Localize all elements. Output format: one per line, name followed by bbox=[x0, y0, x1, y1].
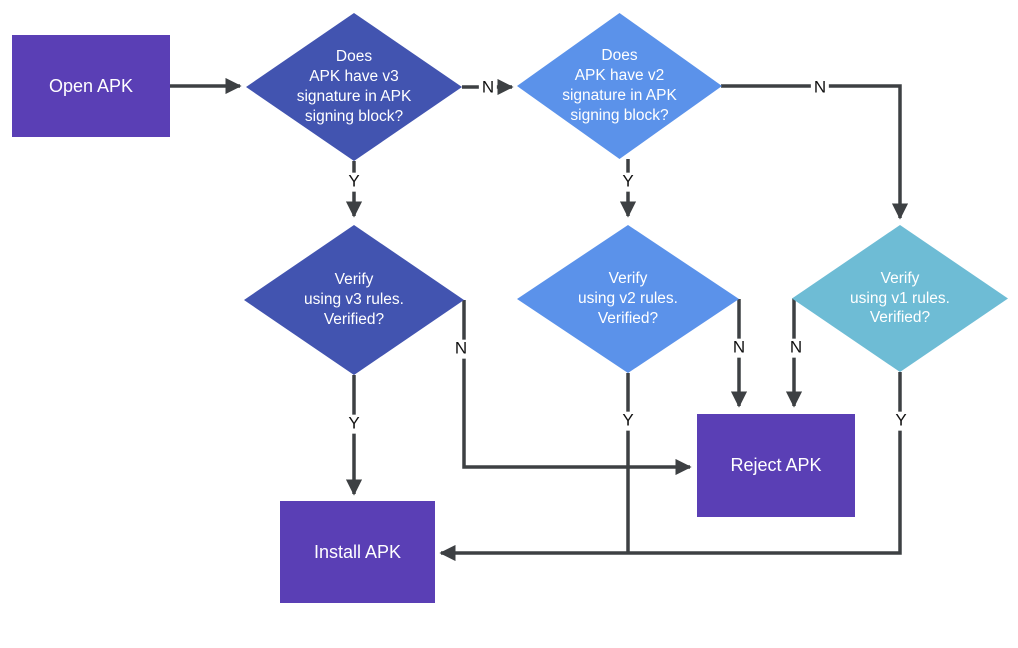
edge-label-verifyv1-no: N bbox=[786, 338, 806, 358]
edge-label-verifyv1-yes: Y bbox=[892, 411, 910, 431]
edge-label-verifyv2-no: N bbox=[729, 338, 749, 358]
node-reject-apk: Reject APK bbox=[697, 414, 855, 517]
edge-label-checkv2-no: N bbox=[810, 78, 830, 98]
edge-label-checkv3-no: N bbox=[478, 78, 498, 98]
edge-label-verifyv2-yes: Y bbox=[619, 411, 637, 431]
edge-verifyv1-y-to-install bbox=[439, 372, 902, 562]
edge-checkv2-n-to-verifyv1 bbox=[721, 84, 909, 220]
node-open-apk: Open APK bbox=[12, 35, 170, 137]
edge-label-checkv2-yes: Y bbox=[619, 172, 637, 192]
edge-label-checkv3-yes: Y bbox=[345, 172, 363, 192]
edge-label-verifyv3-no: N bbox=[451, 339, 471, 359]
edge-label-verifyv3-yes: Y bbox=[345, 414, 363, 434]
node-install-apk: Install APK bbox=[280, 501, 435, 603]
